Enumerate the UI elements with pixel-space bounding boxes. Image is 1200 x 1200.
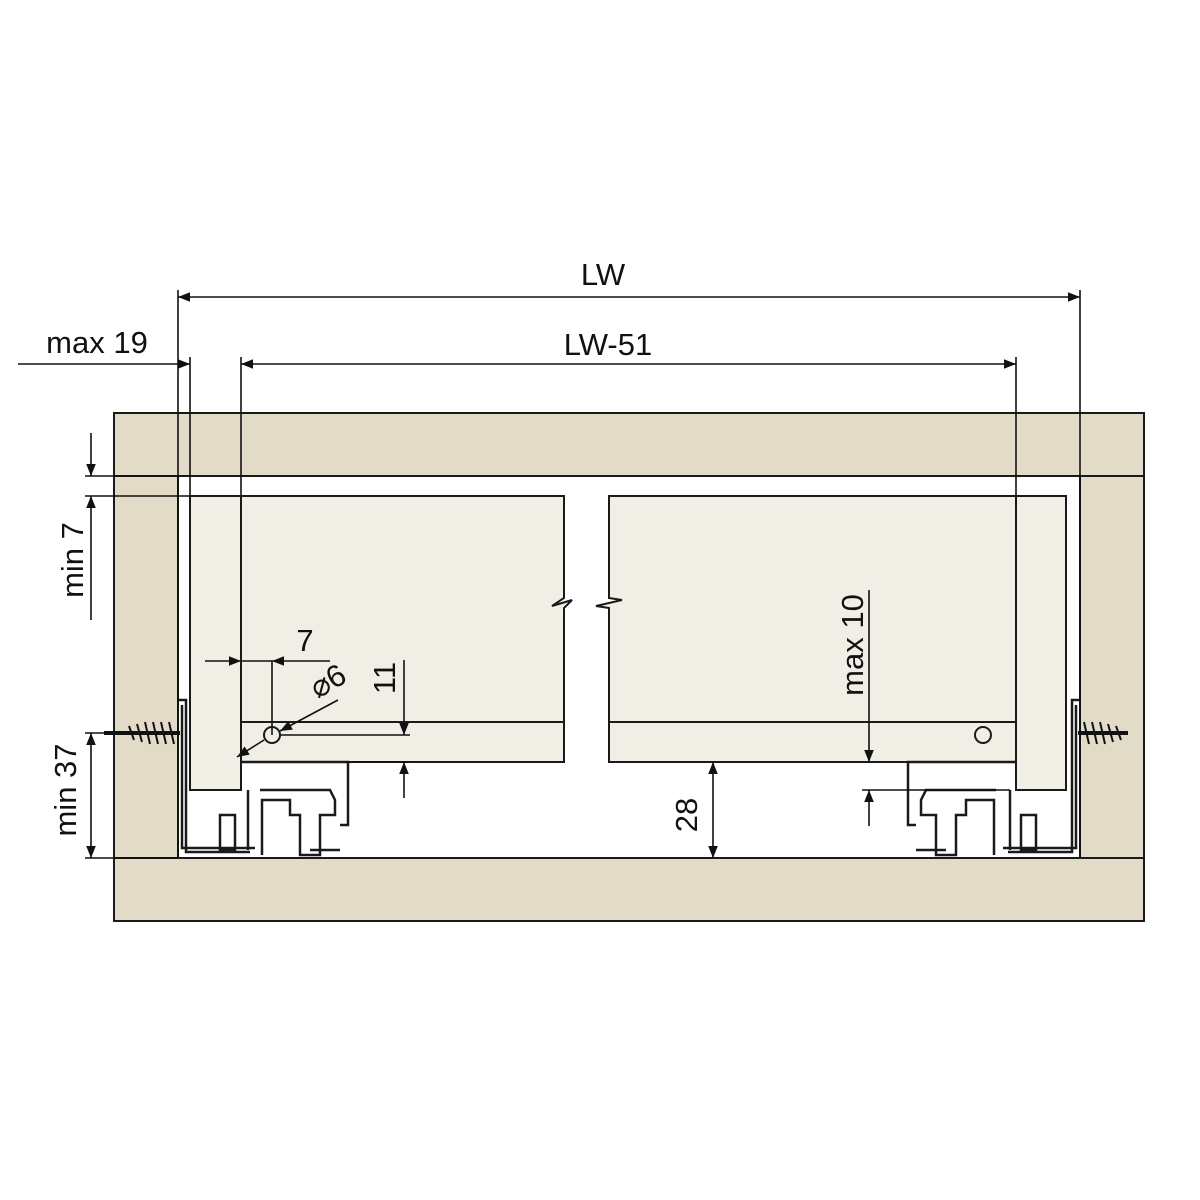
runner-left — [178, 698, 350, 857]
cabinet-bottom-panel — [113, 857, 1145, 922]
label-28: 28 — [669, 798, 704, 832]
cabinet-left-side — [113, 475, 179, 859]
label-11: 11 — [367, 662, 402, 694]
cabinet-right-side — [1079, 475, 1145, 859]
cabinet-top-panel — [113, 412, 1145, 477]
label-7: 7 — [296, 623, 313, 658]
label-lw-51: LW-51 — [564, 327, 652, 362]
screw-left-icon — [104, 721, 180, 745]
screw-right-icon — [1078, 721, 1128, 745]
drawer-right-panel — [595, 495, 1067, 791]
label-lw: LW — [581, 257, 626, 292]
runner-right — [906, 698, 1080, 857]
drawer-left-panel — [189, 495, 573, 791]
label-min-37: min 37 — [48, 743, 83, 836]
dimension-lines — [18, 290, 1081, 859]
label-max-19: max 19 — [46, 325, 148, 360]
label-max-10: max 10 — [835, 594, 870, 696]
drawer — [189, 495, 1067, 791]
cabinet — [113, 412, 1145, 922]
label-min-7: min 7 — [55, 522, 90, 598]
mounting-hole-right — [974, 726, 992, 744]
